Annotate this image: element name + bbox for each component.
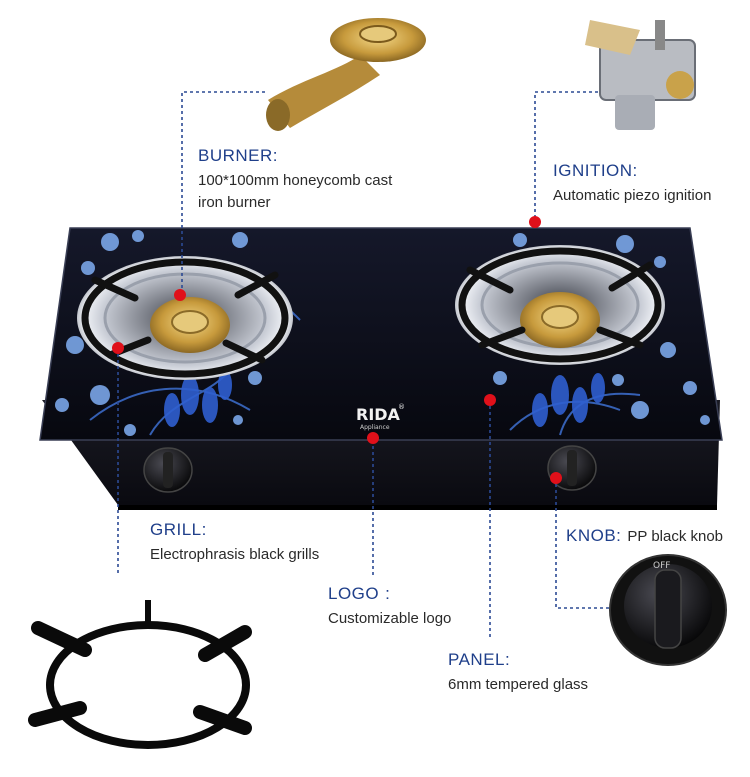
burner-title: BURNER: xyxy=(198,146,279,165)
ignition-callout: IGNITION: Automatic piezo ignition xyxy=(553,161,711,207)
panel-callout: PANEL: 6mm tempered glass xyxy=(448,650,588,696)
knob-title: KNOB: xyxy=(566,526,622,545)
burner-desc-line1: 100*100mm honeycomb cast xyxy=(198,172,393,189)
brand-logo: RIDA ® Appliance xyxy=(356,403,405,431)
knob-callout: KNOB: PP black knob xyxy=(566,526,723,546)
grill-desc: Electrophrasis black grills xyxy=(150,546,320,563)
grill-title: GRILL: xyxy=(150,520,207,539)
ignition-title: IGNITION: xyxy=(553,161,638,180)
ignition-desc: Automatic piezo ignition xyxy=(553,187,712,204)
panel-desc: 6mm tempered glass xyxy=(448,676,589,693)
svg-text:RIDA: RIDA xyxy=(356,405,401,424)
burner-desc-line2: iron burner xyxy=(198,194,271,211)
svg-text:Appliance: Appliance xyxy=(360,424,390,431)
knob-desc: PP black knob xyxy=(627,528,724,545)
grill-part-image xyxy=(28,600,252,749)
knob-part-image xyxy=(609,554,727,666)
panel-title: PANEL: xyxy=(448,650,511,669)
svg-text:®: ® xyxy=(398,403,405,411)
burner-callout: BURNER: 100*100mm honeycomb cast iron bu… xyxy=(198,146,392,214)
leader-lines xyxy=(117,91,610,640)
knob-off-label: OFF xyxy=(653,561,670,571)
ignition-part-image xyxy=(585,20,696,130)
grill-callout: GRILL: Electrophrasis black grills xyxy=(150,520,319,566)
logo-desc: Customizable logo xyxy=(328,610,452,627)
logo-title: LOGO: xyxy=(328,584,391,603)
left-burner xyxy=(77,256,293,380)
left-knob xyxy=(143,447,193,493)
logo-callout: LOGO: Customizable logo xyxy=(328,584,451,630)
burner-part-image xyxy=(266,18,426,131)
right-burner xyxy=(455,245,665,365)
marker-dots xyxy=(112,216,562,484)
